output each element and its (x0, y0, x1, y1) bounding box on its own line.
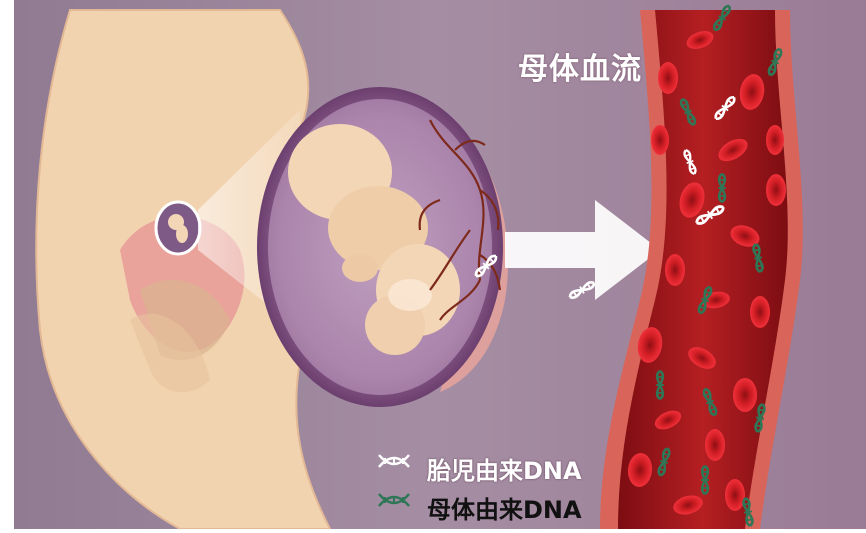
left-margin (0, 0, 14, 529)
red-blood-cell-icon (766, 174, 786, 206)
red-blood-cell-icon (766, 125, 784, 155)
legend-fetal-dna: 胎児由来DNA (427, 451, 582, 486)
maternal-dna-icon (377, 488, 417, 512)
red-blood-cell-icon (658, 62, 678, 94)
page-title: 母体血流 (518, 44, 642, 88)
red-blood-cell-icon (651, 125, 669, 155)
legend-maternal-dna: 母体由来DNA (427, 490, 582, 525)
red-blood-cell-icon (750, 296, 770, 328)
red-blood-cell-icon (705, 429, 725, 461)
fetal-dna-icon (377, 449, 417, 473)
red-blood-cell-icon (725, 479, 745, 511)
red-blood-cell-icon (665, 254, 685, 286)
red-blood-cell-icon (733, 378, 757, 412)
